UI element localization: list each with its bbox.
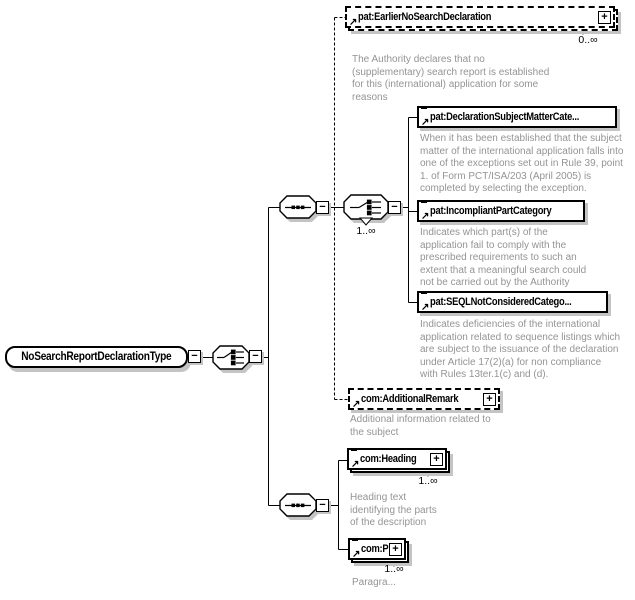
choice-compositor[interactable] [343, 194, 391, 226]
annotation-icon [351, 540, 360, 543]
element-incompliant-part-category[interactable]: ↗ pat:IncompliantPartCategory [417, 200, 585, 222]
element-heading[interactable]: ↗ com:Heading + [347, 448, 450, 473]
element-label: com:AdditionalRemark [361, 393, 459, 405]
annotation-text: Additional information related to the su… [350, 414, 491, 438]
occurrence-label: 1..∞ [356, 225, 376, 237]
annotation-icon [350, 450, 359, 453]
annotation-text: Heading text identifying the parts of th… [350, 492, 437, 528]
element-reference-arrow-icon: ↗ [349, 17, 358, 28]
annotation-icon [420, 108, 429, 111]
annotation-icon [420, 293, 429, 296]
collapse-button[interactable]: − [316, 499, 329, 512]
element-label: com:Heading [360, 453, 417, 465]
occurrence-notch [358, 217, 374, 226]
annotation-text: Indicates which part(s) of the applicati… [420, 227, 587, 288]
annotation-text: Indicates deficiencies of the internatio… [420, 319, 621, 380]
expand-button[interactable]: + [430, 452, 443, 466]
collapse-button[interactable]: − [249, 350, 262, 363]
element-additional-remark[interactable]: ↗ com:AdditionalRemark + [348, 388, 500, 410]
element-seql-not-considered-category[interactable]: ↗ pat:SEQLNotConsideredCatego... [417, 291, 608, 313]
element-reference-arrow-icon: ↗ [421, 211, 430, 222]
occurrence-label: 1..∞ [418, 475, 438, 487]
collapse-button[interactable]: − [388, 201, 401, 214]
element-reference-arrow-icon: ↗ [351, 459, 360, 470]
choice-compositor[interactable] [212, 345, 252, 373]
element-label: com:P [361, 543, 389, 555]
sequence-compositor[interactable] [279, 493, 319, 520]
element-reference-arrow-icon: ↗ [421, 302, 430, 313]
collapse-button[interactable]: − [188, 350, 201, 363]
root-type-label: NoSearchReportDeclarationType [21, 351, 172, 363]
element-label: pat:SEQLNotConsideredCatego... [430, 296, 572, 308]
element-reference-arrow-icon: ↗ [352, 549, 361, 560]
element-label: pat:DeclarationSubjectMatterCate... [430, 111, 580, 123]
collapse-button[interactable]: − [316, 201, 329, 214]
annotation-text: Paragra... [352, 577, 396, 588]
expand-button[interactable]: + [598, 10, 611, 24]
element-reference-arrow-icon: ↗ [352, 399, 361, 410]
element-reference-arrow-icon: ↗ [421, 117, 430, 128]
root-type-box[interactable]: NoSearchReportDeclarationType [5, 346, 188, 368]
annotation-text: When it has been established that the su… [420, 133, 624, 194]
element-declaration-subject-matter-category[interactable]: ↗ pat:DeclarationSubjectMatterCate... [417, 106, 617, 128]
occurrence-label: 1..∞ [384, 563, 404, 575]
expand-button[interactable]: + [483, 392, 496, 406]
element-label: pat:IncompliantPartCategory [430, 205, 552, 217]
element-label: pat:EarlierNoSearchDeclaration [358, 11, 492, 23]
annotation-icon [420, 202, 429, 205]
expand-button[interactable]: + [389, 542, 402, 556]
occurrence-label: 0..∞ [578, 34, 598, 46]
sequence-compositor[interactable] [279, 195, 319, 222]
annotation-text: The Authority declares that no (suppleme… [352, 54, 550, 103]
element-earlier-no-search-declaration[interactable]: ↗ pat:EarlierNoSearchDeclaration + [345, 6, 618, 31]
element-p[interactable]: ↗ com:P + [348, 538, 409, 563]
